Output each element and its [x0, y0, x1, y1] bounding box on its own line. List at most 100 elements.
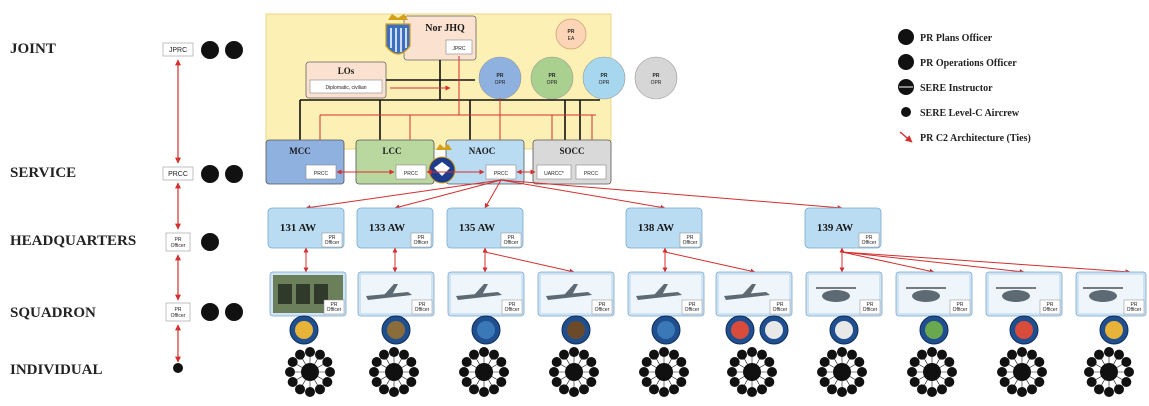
wing-131-aw: 131 AW PR Officer: [267, 207, 345, 249]
opr-1-top: PR: [497, 73, 504, 79]
sere-level-c-aircrew-icon: [676, 377, 687, 387]
sere-level-c-aircrew-icon: [549, 367, 559, 377]
opr-circle-4: PR OPR: [634, 56, 678, 100]
squadron-officer-label: Officer: [505, 307, 520, 313]
sere-level-c-aircrew-icon: [854, 377, 865, 387]
sere-level-c-aircrew-icon: [819, 357, 830, 367]
sere-level-c-aircrew-icon: [479, 347, 489, 357]
sere-level-c-aircrew-icon: [322, 377, 333, 387]
socc-title: SOCC: [559, 146, 584, 156]
pr-ea-circle: [555, 18, 587, 50]
crew-figure: [296, 284, 310, 304]
sere-level-c-aircrew-icon: [315, 349, 325, 360]
sere-level-c-aircrew-icon: [737, 349, 747, 360]
squadron-pr-label: PR: [867, 302, 874, 308]
opr-circle-1: PR OPR: [478, 56, 522, 100]
aircraft-icon: [636, 292, 682, 300]
sere-level-c-aircrew-icon: [499, 367, 509, 377]
squadron-badge-emblem: [925, 321, 943, 339]
sere-level-c-aircrew-icon: [579, 384, 589, 395]
sere-level-c-aircrew-icon: [857, 367, 867, 377]
opr-4-bottom: OPR: [651, 80, 662, 86]
squadron-officer-label: Officer: [595, 307, 610, 313]
sere-level-c-aircrew-icon: [909, 377, 920, 387]
sere-level-c-aircrew-icon: [406, 377, 417, 387]
wing-131-officer: Officer: [325, 240, 340, 246]
opr-2-top: PR: [549, 73, 556, 79]
sere-level-c-aircrew-icon: [659, 387, 669, 397]
sere-level-c-aircrew-icon: [559, 349, 569, 360]
aircraft-icon: [456, 292, 502, 300]
sere-level-c-aircrew-icon: [837, 347, 847, 357]
squadron-pr-label: PR: [689, 302, 696, 308]
sere-level-c-aircrew-icon: [927, 347, 937, 357]
sere-level-c-aircrew-icon: [1034, 377, 1045, 387]
pr-ea-top: PR: [568, 29, 575, 35]
squadron-pr-officer-box: [411, 299, 433, 315]
squadron-badge-emblem: [731, 321, 749, 339]
squadron-pr-label: PR: [599, 302, 606, 308]
sere-level-c-aircrew-icon: [817, 367, 827, 377]
helicopter-icon: [1002, 290, 1030, 302]
level-label-squadron: SQUADRON: [10, 305, 96, 321]
wing-135-officer: Officer: [504, 240, 519, 246]
los-title: LOs: [338, 66, 355, 76]
squadron-officer-label: Officer: [1127, 307, 1142, 313]
sere-level-c-aircrew-icon: [999, 357, 1010, 367]
sere-level-c-aircrew-icon: [669, 384, 679, 395]
sere-level-c-aircrew-icon: [322, 357, 333, 367]
pr-ea-bottom: EA: [568, 36, 575, 42]
sere-level-c-aircrew-icon: [489, 349, 499, 360]
pr-operations-officer-icon: [225, 41, 243, 59]
sere-level-c-aircrew-icon: [854, 357, 865, 367]
sere-level-c-aircrew-icon: [641, 357, 652, 367]
socc-prcc: PRCC: [584, 171, 599, 177]
naoc-prcc: PRCC: [494, 171, 509, 177]
crew-figure: [278, 284, 292, 304]
sere-level-c-aircrew-icon: [579, 349, 589, 360]
sere-level-c-aircrew-icon: [379, 384, 389, 395]
opr-3-top: PR: [601, 73, 608, 79]
squadron-pr-officer-box: [681, 299, 703, 315]
squadron-pr-officer-box: [501, 299, 523, 315]
sere-level-c-aircrew-icon: [1017, 347, 1027, 357]
sere-level-c-aircrew-icon: [837, 387, 847, 397]
sere-level-c-aircrew-icon: [295, 349, 305, 360]
wing-139-pr: PR: [866, 235, 873, 241]
squadron-officer-label: Officer: [773, 307, 788, 313]
sere-level-c-aircrew-icon: [1007, 349, 1017, 360]
sere-level-c-aircrew-icon: [589, 367, 599, 377]
squadron-officer-label: Officer: [863, 307, 878, 313]
sere-level-c-aircrew-icon: [569, 347, 579, 357]
legend-label-plans: PR Plans Officer: [920, 33, 993, 44]
sere-level-c-aircrew-icon: [285, 367, 295, 377]
sere-level-c-aircrew-icon: [669, 349, 679, 360]
pr-plans-officer-icon: [201, 41, 219, 59]
wing-139-label: 139 AW: [817, 222, 853, 234]
sere-level-c-aircrew-icon: [927, 387, 937, 397]
sere-level-c-aircrew-icon: [639, 367, 649, 377]
sere-level-c-aircrew-icon: [1017, 387, 1027, 397]
level-label-headquarters: HEADQUARTERS: [10, 233, 136, 249]
wing-139-aw: 139 AW PR Officer: [804, 207, 882, 249]
sere-level-c-aircrew-icon: [1027, 349, 1037, 360]
opr-1-bottom: OPR: [495, 80, 506, 86]
squadron-badge-emblem: [567, 321, 585, 339]
squadron-pr-label: PR: [331, 302, 338, 308]
wing-135-aw: 135 AW PR Officer: [446, 207, 524, 249]
sere-level-c-aircrew-icon: [586, 357, 597, 367]
opr-circle-2: PR OPR: [530, 56, 574, 100]
sere-level-c-aircrew-icon: [944, 357, 955, 367]
aircraft-wing-icon: [384, 284, 398, 295]
wing-131-label: 131 AW: [280, 222, 316, 234]
wing-138-officer: Officer: [683, 240, 698, 246]
sere-level-c-aircrew-icon: [551, 357, 562, 367]
left-pr-chain: JPRC PRCC PR Officer PR Officer: [162, 41, 243, 373]
squadron-pr-label: PR: [419, 302, 426, 308]
wing-133-label: 133 AW: [369, 222, 405, 234]
sere-level-c-aircrew-icon: [937, 349, 947, 360]
los-box: LOs Diplomatic, civilian: [305, 61, 387, 99]
